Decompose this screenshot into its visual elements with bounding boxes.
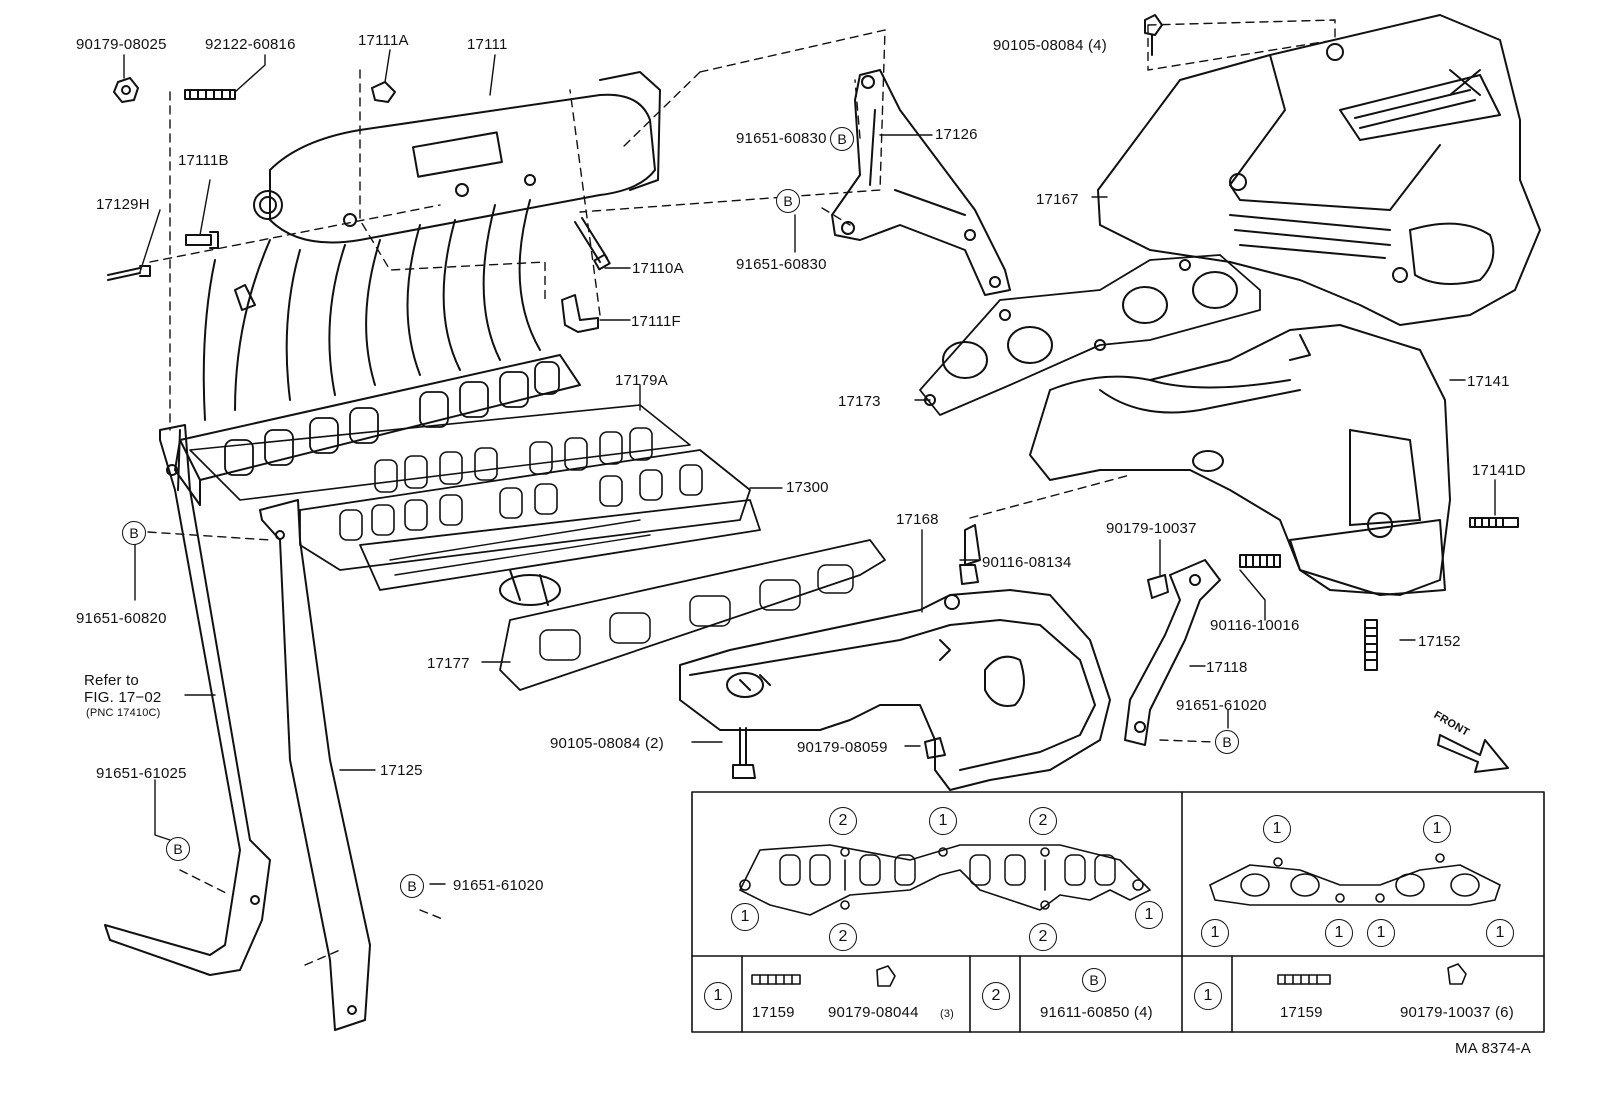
legend-90179-10037: 90179-10037 (6) <box>1400 1004 1514 1021</box>
part-label-90116-10016: 90116-10016 <box>1210 617 1300 634</box>
part-label-91651-61020-right: 91651-61020 <box>1176 697 1267 714</box>
part-label-90179-10037: 90179-10037 <box>1106 520 1197 537</box>
bracket-17126 <box>831 69 1011 296</box>
part-label-90116-08134: 90116-08134 <box>982 554 1072 571</box>
marker-b: B <box>400 874 424 898</box>
manifold-stay-17125 <box>104 424 371 1031</box>
marker-2: 2 <box>982 982 1010 1010</box>
refer-to-line1: Refer to <box>84 672 139 689</box>
part-label-91651-61020-left: 91651-61020 <box>453 877 544 894</box>
marker-b: B <box>776 189 800 213</box>
marker-1: 1 <box>1486 919 1514 947</box>
part-label-17168: 17168 <box>896 511 939 528</box>
part-label-17118: 17118 <box>1206 659 1248 676</box>
marker-2: 2 <box>829 807 857 835</box>
marker-1: 1 <box>731 903 759 931</box>
part-label-17167: 17167 <box>1036 191 1079 208</box>
part-label-17300: 17300 <box>786 479 829 496</box>
exhaust-gasket-17173 <box>919 254 1261 416</box>
part-label-17111f: 17111F <box>631 313 681 330</box>
marker-1: 1 <box>704 982 732 1010</box>
part-label-17111: 17111 <box>467 36 508 53</box>
part-label-17152: 17152 <box>1418 633 1461 650</box>
marker-1: 1 <box>1367 919 1395 947</box>
legend-box <box>691 791 1545 1033</box>
legend-17159-left: 17159 <box>752 1004 795 1021</box>
marker-1: 1 <box>929 807 957 835</box>
part-label-91651-61025: 91651-61025 <box>96 765 187 782</box>
part-label-17111b: 17111B <box>178 152 229 169</box>
marker-b: B <box>1082 968 1106 992</box>
marker-1: 1 <box>1201 919 1229 947</box>
part-label-17129h: 17129H <box>96 196 150 213</box>
part-label-90179-08059: 90179-08059 <box>797 739 888 756</box>
manifold-stay-17118 <box>1124 559 1221 746</box>
marker-1: 1 <box>1135 901 1163 929</box>
part-label-17173: 17173 <box>838 393 881 410</box>
dashed-lines <box>147 19 1336 966</box>
bolts-lower <box>732 727 946 779</box>
heat-insulator-17168 <box>679 524 1111 791</box>
part-label-17125: 17125 <box>380 762 423 779</box>
marker-b: B <box>1215 730 1239 754</box>
legend-17159-right: 17159 <box>1280 1004 1323 1021</box>
legend-91611-60850: 91611-60850 (4) <box>1040 1004 1153 1021</box>
marker-b: B <box>122 521 146 545</box>
part-label-17179a: 17179A <box>615 372 668 389</box>
marker-b: B <box>830 127 854 151</box>
part-label-17111a: 17111A <box>358 32 409 49</box>
marker-1: 1 <box>1325 919 1353 947</box>
heat-insulator-17167 <box>1097 14 1541 326</box>
part-label-92122-60816: 92122-60816 <box>205 36 296 53</box>
marker-1: 1 <box>1194 982 1222 1010</box>
part-label-90105-08084-2: 90105-08084 (2) <box>550 735 664 752</box>
refer-to-line2: FIG. 17−02 <box>84 689 162 706</box>
intake-manifold-17111 <box>174 71 661 506</box>
leader-lines <box>123 49 1496 885</box>
part-label-17110a: 17110A <box>632 260 684 277</box>
front-arrow <box>1437 734 1509 773</box>
part-label-17126: 17126 <box>935 126 978 143</box>
marker-2: 2 <box>829 923 857 951</box>
part-label-17141d: 17141D <box>1472 462 1526 479</box>
figure-code: MA 8374-A <box>1455 1040 1532 1057</box>
part-label-91651-60830-bottom: 91651-60830 <box>736 256 827 273</box>
exhaust-manifold-17141 <box>1029 324 1519 671</box>
legend-90179-08044: 90179-08044 <box>828 1004 919 1021</box>
intake-gaskets <box>189 404 886 691</box>
part-label-91651-60830-top: 91651-60830 <box>736 130 827 147</box>
part-label-91651-60820: 91651-60820 <box>76 610 167 627</box>
small-fittings <box>107 77 611 333</box>
part-label-17177: 17177 <box>427 655 470 672</box>
marker-b: B <box>166 837 190 861</box>
marker-1: 1 <box>1263 815 1291 843</box>
part-label-90105-08084-4: 90105-08084 (4) <box>993 37 1107 54</box>
marker-2: 2 <box>1029 807 1057 835</box>
part-label-90179-08025: 90179-08025 <box>76 36 167 53</box>
legend-90179-08044-qty: (3) <box>940 1008 955 1020</box>
part-label-17141: 17141 <box>1467 373 1510 390</box>
marker-2: 2 <box>1029 923 1057 951</box>
marker-1: 1 <box>1423 815 1451 843</box>
refer-to-line3: (PNC 17410C) <box>86 707 161 719</box>
